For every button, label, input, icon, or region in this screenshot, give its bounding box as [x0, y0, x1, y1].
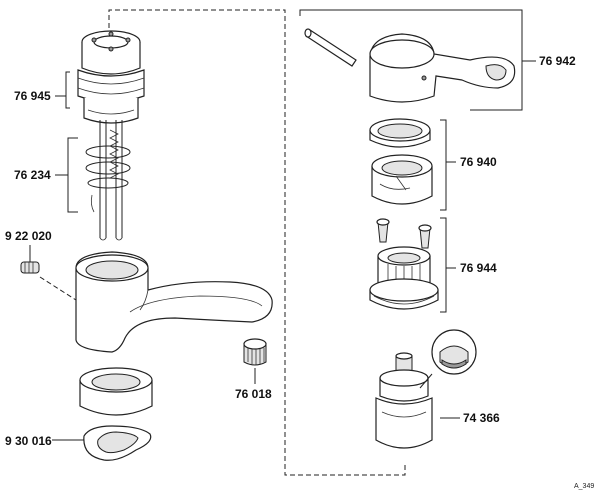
- spout-alignment-dashed-line: [39, 276, 77, 301]
- locking-nut[interactable]: [369, 118, 431, 148]
- label-76018: 76 018: [235, 387, 272, 401]
- label-76945: 76 945: [14, 89, 51, 103]
- bracket-76942: [299, 9, 523, 111]
- cartridge-top[interactable]: [77, 30, 145, 124]
- insert-part[interactable]: [369, 246, 439, 310]
- label-922020: 9 22 020: [5, 229, 52, 243]
- detail-magnifier: [419, 329, 477, 389]
- assembly-dashed-path: [108, 9, 406, 476]
- base-gasket[interactable]: [83, 425, 152, 461]
- aerator[interactable]: [243, 338, 267, 366]
- drawing-reference: A_349: [574, 483, 594, 490]
- bracket-76940: [440, 119, 447, 211]
- spring-rod-assembly[interactable]: [85, 120, 131, 241]
- label-76234: 76 234: [14, 168, 51, 182]
- label-76944: 76 944: [460, 261, 497, 275]
- grub-screw[interactable]: [20, 261, 40, 274]
- base-ring[interactable]: [79, 367, 153, 416]
- bracket-76944: [440, 217, 447, 313]
- fixing-screws[interactable]: [376, 218, 432, 249]
- label-74366: 74 366: [463, 411, 500, 425]
- bracket-76945: [65, 71, 70, 109]
- sleeve-part[interactable]: [371, 154, 433, 205]
- label-930016: 9 30 016: [5, 434, 52, 448]
- cartridge-body[interactable]: [375, 352, 433, 449]
- lever-handle[interactable]: [369, 33, 516, 103]
- faucet-body-spout[interactable]: [75, 251, 273, 353]
- bracket-76234: [67, 137, 78, 213]
- label-76940: 76 940: [460, 155, 497, 169]
- handle-pin[interactable]: [304, 28, 357, 67]
- label-76942: 76 942: [539, 54, 576, 68]
